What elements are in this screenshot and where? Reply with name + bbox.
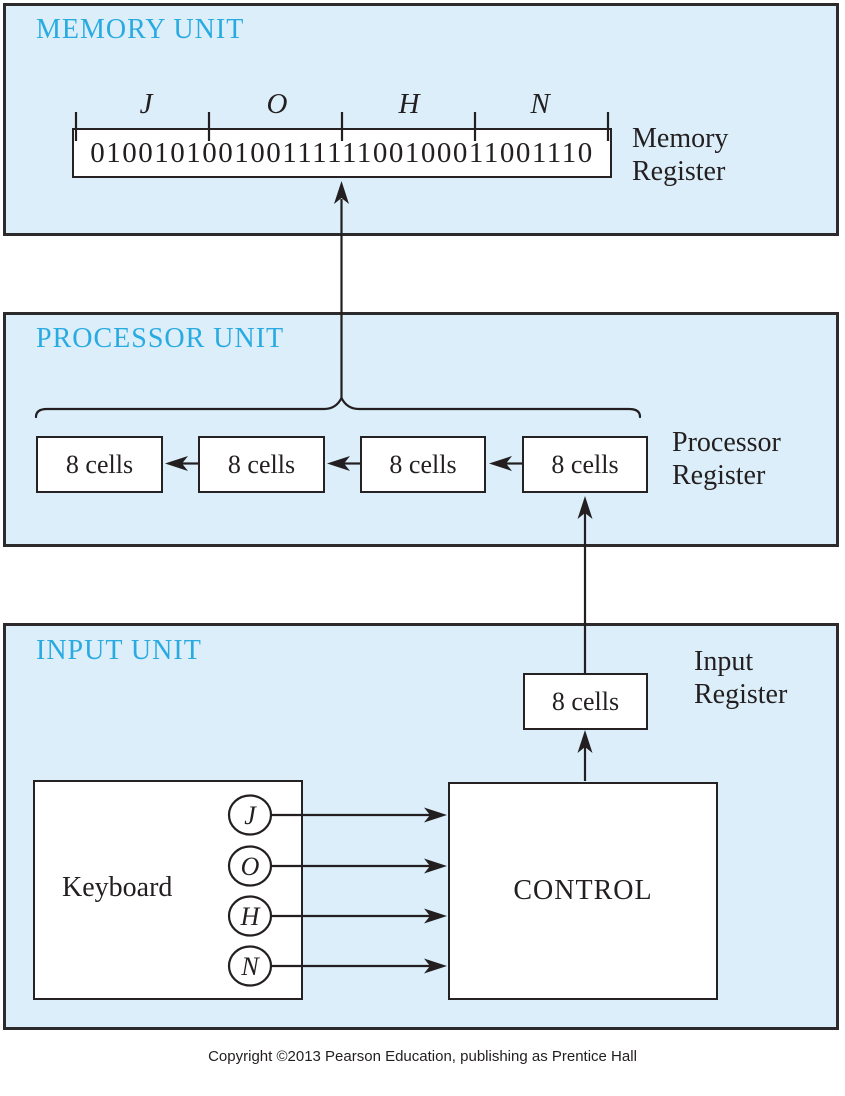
input-register-label: Input Register (694, 645, 787, 711)
input-register-cell-box: 8 cells (523, 673, 648, 730)
memory-register-label-line1: Memory (632, 123, 729, 154)
input-unit-title: INPUT UNIT (36, 635, 202, 666)
processor-cell-label-2: 8 cells (227, 449, 296, 479)
processor-cell-label-1: 8 cells (65, 449, 134, 479)
input-register-label-line1: Input (694, 646, 754, 677)
memory-group-letter-j: J (139, 88, 153, 120)
processor-register-label-line2: Register (672, 460, 766, 491)
processor-register-label-line1: Processor (672, 427, 781, 458)
input-register-cell-label: 8 cells (551, 686, 620, 716)
control-label: CONTROL (513, 875, 653, 906)
memory-register-bits: 01001010010011111100100011001110 (90, 136, 594, 169)
processor-cell-box-2: 8 cells (198, 436, 325, 493)
processor-unit-title: PROCESSOR UNIT (36, 323, 285, 354)
processor-cell-box-4: 8 cells (522, 436, 648, 493)
memory-register-box: 01001010010011111100100011001110 (72, 128, 612, 178)
processor-register-label: Processor Register (672, 426, 781, 492)
processor-cell-box-1: 8 cells (36, 436, 163, 493)
processor-cell-box-3: 8 cells (360, 436, 486, 493)
input-register-label-line2: Register (694, 679, 788, 710)
control-box: CONTROL (448, 782, 718, 1000)
memory-register-label: Memory Register (632, 122, 728, 188)
processor-unit-panel (3, 312, 839, 547)
processor-cell-label-3: 8 cells (389, 449, 457, 479)
memory-unit-panel (3, 3, 839, 236)
memory-group-letter-o: O (266, 88, 288, 120)
memory-group-letter-h: H (398, 88, 420, 120)
keyboard-label: Keyboard (62, 872, 173, 903)
copyright-text: Copyright ©2013 Pearson Education, publi… (208, 1048, 637, 1065)
memory-register-label-line2: Register (632, 156, 726, 187)
memory-unit-title: MEMORY UNIT (36, 14, 245, 45)
processor-cell-label-4: 8 cells (551, 449, 619, 479)
memory-group-letter-n: N (530, 88, 550, 120)
